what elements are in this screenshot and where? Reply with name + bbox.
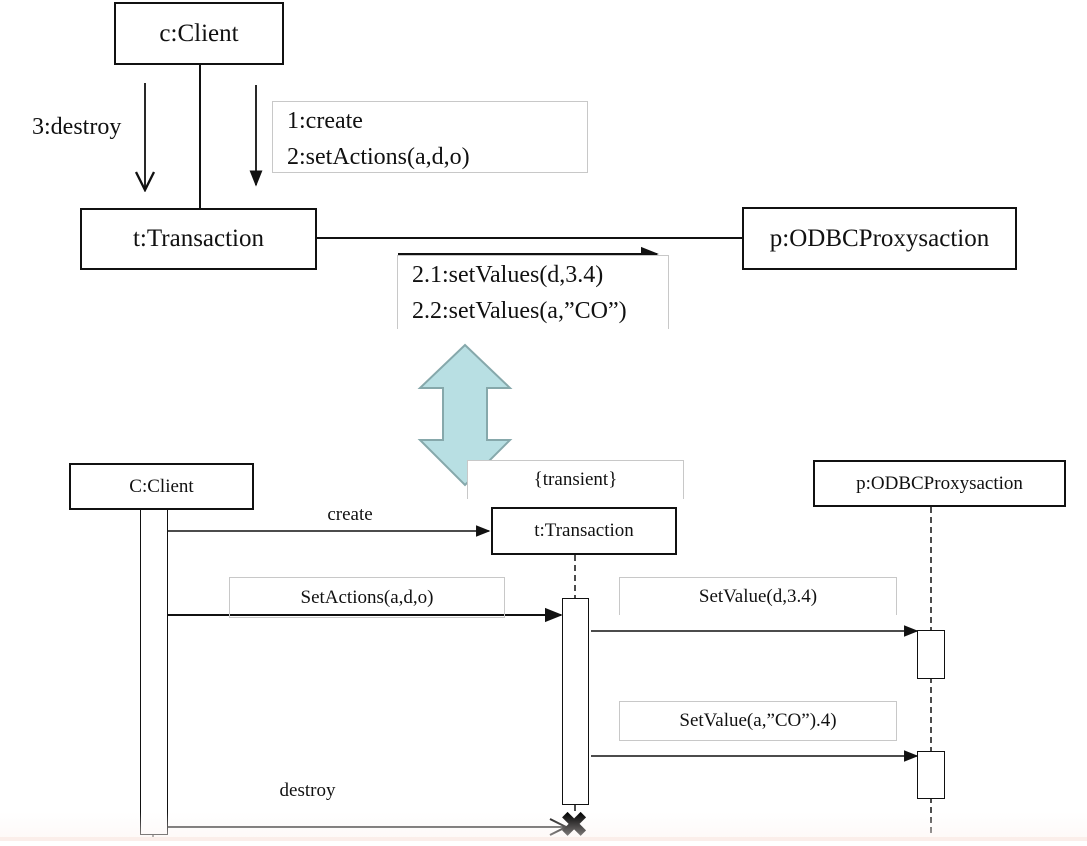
- message-line: 2.1:setValues(d,3.4): [412, 262, 604, 288]
- seq-lifeline-head-proxy[interactable]: p:ODBCProxysaction: [813, 460, 1066, 507]
- collab-object-transaction[interactable]: t:Transaction: [80, 208, 317, 270]
- seq-setvalue1-label: SetValue(d,3.4): [619, 577, 897, 615]
- seq-lifeline-head-client[interactable]: C:Client: [69, 463, 254, 510]
- lifeline-label: C:Client: [129, 475, 194, 497]
- message-line: 2.2:setValues(a,”CO”): [412, 298, 627, 324]
- constraint-label: {transient}: [533, 469, 618, 490]
- object-label: p:ODBCProxysaction: [769, 224, 990, 252]
- transient-constraint: {transient}: [467, 460, 684, 499]
- seq-setactions-label: SetActions(a,d,o): [229, 577, 505, 618]
- message-text: SetValue(d,3.4): [698, 585, 818, 607]
- lifeline-label: t:Transaction: [534, 520, 634, 541]
- seq-setvalue2-label: SetValue(a,”CO”).4): [619, 701, 897, 741]
- seq-create-label: create: [327, 504, 373, 525]
- object-label: t:Transaction: [132, 225, 265, 252]
- activation-proxy-2: [917, 751, 945, 799]
- object-label: c:Client: [159, 19, 239, 47]
- bottom-edge: [0, 837, 1087, 841]
- activation-proxy-1: [917, 630, 945, 679]
- destroy-message-label: 3:destroy: [32, 114, 122, 140]
- message-text: SetValue(a,”CO”).4): [679, 710, 837, 731]
- activation-client: [140, 509, 168, 835]
- double-arrow-icon: [417, 343, 513, 487]
- seq-destroy-label: destroy: [279, 780, 336, 801]
- client-message-note: 1:create 2:setActions(a,d,o): [272, 101, 588, 173]
- seq-lifeline-head-transaction[interactable]: t:Transaction: [491, 507, 677, 555]
- message-line: 2:setActions(a,d,o): [287, 144, 470, 170]
- collab-object-client[interactable]: c:Client: [114, 2, 284, 65]
- activation-transaction: [562, 598, 589, 805]
- lifeline-label: p:ODBCProxysaction: [856, 472, 1023, 494]
- transaction-message-note: 2.1:setValues(d,3.4) 2.2:setValues(a,”CO…: [397, 255, 669, 329]
- message-text: SetActions(a,d,o): [300, 586, 434, 608]
- collab-object-proxy[interactable]: p:ODBCProxysaction: [742, 207, 1017, 270]
- message-line: 1:create: [287, 108, 363, 134]
